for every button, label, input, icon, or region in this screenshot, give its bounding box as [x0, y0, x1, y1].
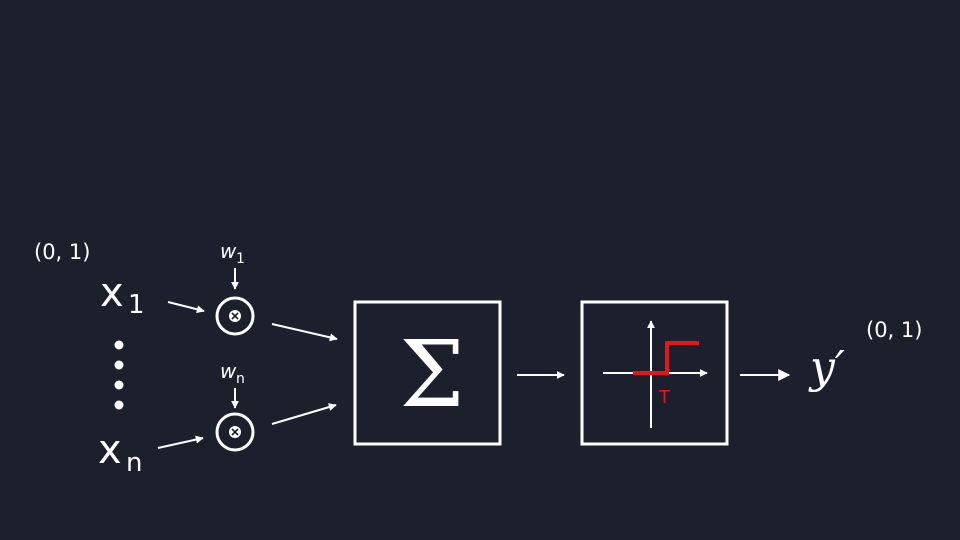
input-range-label: (0, 1)	[34, 240, 90, 264]
input-x1-var: x	[100, 270, 124, 316]
multiply-node-circle	[215, 412, 255, 452]
activation-box	[580, 300, 729, 446]
multiply-node-n	[215, 412, 255, 452]
step-function-curve	[633, 341, 699, 375]
summation-box	[353, 300, 502, 446]
input-x1: x 1	[100, 270, 145, 320]
weight-wn-sub: n	[236, 371, 245, 387]
weight-wn-var: w	[220, 359, 237, 383]
weight-w1-sub: 1	[236, 251, 245, 267]
multiply-node-circle	[215, 296, 255, 336]
ellipsis-dot	[114, 400, 124, 410]
arrow-multiply1-to-sum	[271, 323, 338, 342]
multiply-icon	[229, 426, 241, 438]
input-x1-sub: 1	[128, 290, 145, 320]
ellipsis-dot	[114, 340, 124, 350]
activation-block: T	[580, 300, 729, 446]
multiply-node-1	[215, 296, 255, 336]
input-ellipsis	[114, 340, 124, 410]
arrow-x1-to-multiply	[167, 301, 205, 314]
weight-wn: w n	[220, 359, 245, 387]
arrow-xn-to-multiply	[157, 435, 204, 449]
summation-symbol: Σ	[399, 321, 464, 428]
input-xn-sub: n	[126, 448, 142, 478]
arrow-multiplyn-to-sum	[271, 403, 337, 425]
weight-w1: w 1	[220, 239, 245, 267]
summation-block: Σ	[353, 300, 502, 446]
ellipsis-dot	[114, 380, 124, 390]
weight-w1-var: w	[220, 239, 237, 263]
multiply-icon	[229, 310, 241, 322]
output-label: y′	[808, 342, 845, 393]
input-xn-var: x	[98, 427, 122, 473]
threshold-label: T	[658, 387, 671, 408]
ellipsis-dot	[114, 360, 124, 370]
output-range-label: (0, 1)	[866, 318, 922, 342]
input-xn: x n	[98, 427, 142, 478]
